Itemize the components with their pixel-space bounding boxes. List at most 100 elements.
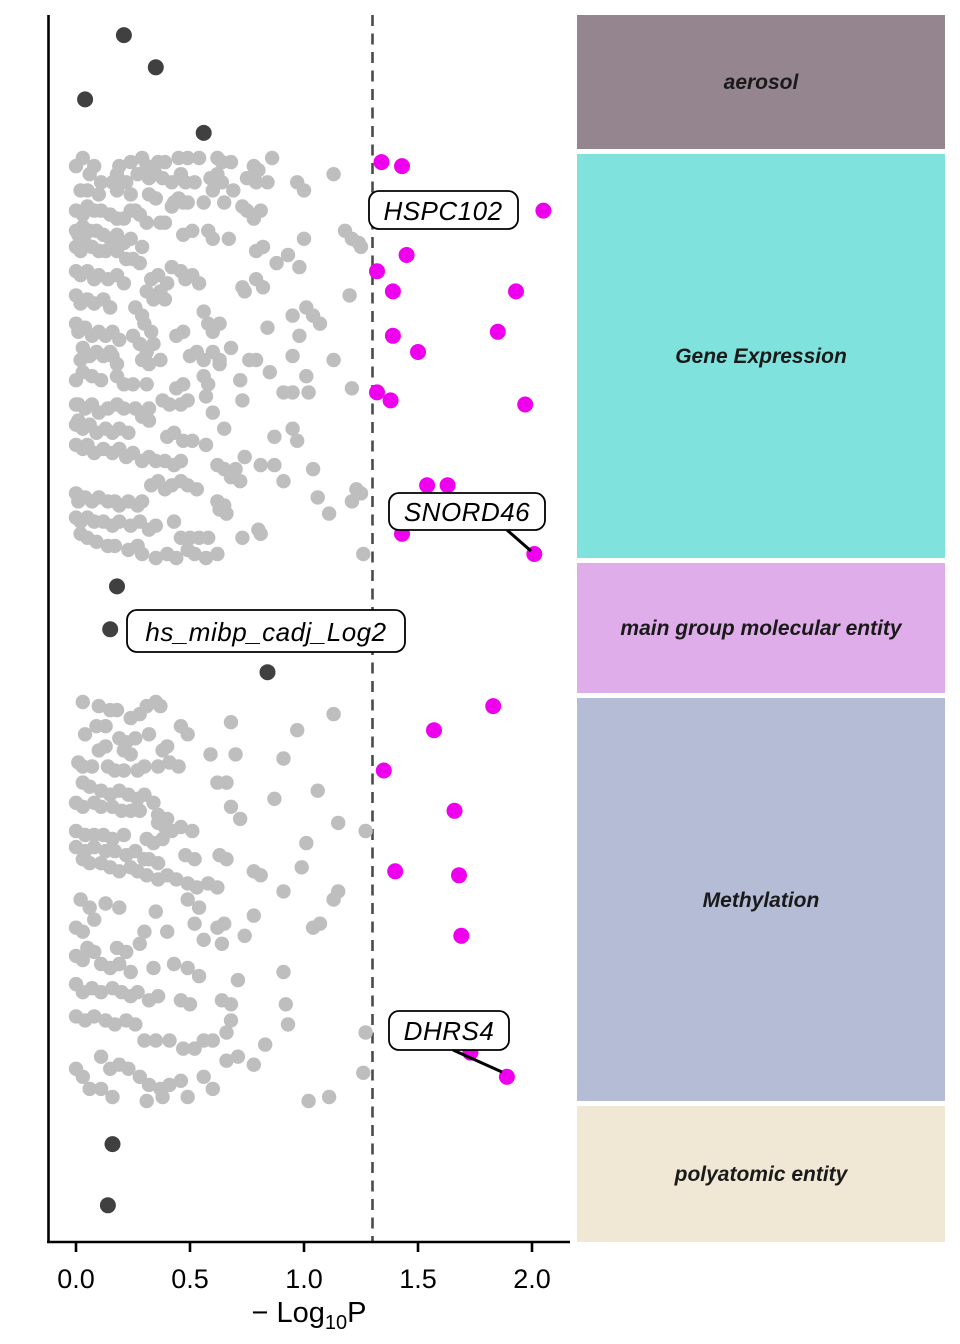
strip-label-main-group-molecular-entity: main group molecular entity — [620, 617, 903, 640]
data-point — [102, 621, 119, 638]
data-point — [219, 852, 234, 867]
data-point — [84, 759, 100, 774]
data-point — [166, 514, 182, 529]
data-point — [189, 482, 204, 497]
data-point — [310, 490, 325, 505]
data-point — [351, 235, 366, 251]
data-point — [223, 340, 239, 356]
data-point — [185, 223, 200, 238]
data-point — [246, 908, 261, 923]
data-point — [210, 880, 225, 895]
data-point — [235, 393, 250, 408]
data-point — [214, 936, 230, 951]
data-point — [419, 477, 436, 494]
data-point — [290, 723, 305, 738]
data-point — [89, 534, 104, 549]
data-point — [219, 1053, 234, 1068]
data-point — [237, 449, 252, 465]
data-point — [196, 304, 211, 319]
data-point — [485, 698, 502, 715]
strip-label-methylation: Methylation — [703, 889, 820, 912]
strip-label-gene-expression: Gene Expression — [675, 345, 847, 368]
data-point — [384, 327, 401, 344]
data-point — [134, 546, 150, 562]
data-point — [137, 759, 152, 774]
data-point — [439, 477, 456, 494]
data-point — [262, 365, 277, 380]
data-point — [356, 546, 371, 562]
data-point — [157, 215, 173, 230]
data-point — [93, 799, 109, 814]
data-point — [285, 348, 300, 364]
data-point — [155, 831, 170, 847]
data-point — [198, 389, 214, 404]
strip-main-group-molecular-entity — [577, 563, 945, 693]
data-point — [162, 397, 177, 412]
data-point — [182, 997, 198, 1012]
data-point — [375, 762, 392, 779]
data-point — [123, 231, 138, 246]
data-point — [105, 831, 120, 847]
data-point — [210, 546, 225, 562]
data-point — [508, 283, 524, 300]
data-point — [132, 803, 147, 818]
data-point — [134, 494, 150, 509]
data-point — [187, 546, 202, 562]
data-point — [115, 27, 132, 44]
data-point — [77, 91, 94, 108]
data-point — [235, 530, 250, 545]
data-point — [253, 203, 268, 218]
data-point — [98, 896, 113, 911]
data-point — [230, 972, 246, 988]
data-point — [233, 474, 248, 489]
data-point — [358, 1025, 373, 1040]
data-point — [147, 59, 164, 76]
data-point — [344, 381, 360, 396]
data-point — [230, 1049, 246, 1064]
data-point — [223, 799, 239, 814]
data-point — [180, 393, 195, 408]
annotation-dhrs4: DHRS4 — [388, 1010, 510, 1074]
data-point — [148, 191, 163, 206]
data-point — [301, 385, 316, 400]
data-point — [326, 706, 341, 722]
data-point — [260, 175, 275, 190]
data-point — [148, 904, 163, 919]
data-point — [116, 827, 132, 843]
data-point — [116, 401, 132, 416]
data-point — [187, 175, 202, 190]
data-point — [169, 550, 184, 566]
data-point — [223, 154, 239, 170]
x-axis-tick-label: 0.0 — [57, 1264, 95, 1294]
data-point — [75, 1069, 91, 1085]
facet-strips: aerosol Gene Expression main group molec… — [577, 15, 945, 1242]
data-point — [155, 743, 170, 758]
annotation-leader-line — [506, 528, 532, 553]
data-point — [139, 215, 154, 230]
data-point — [180, 892, 195, 907]
data-point — [146, 795, 161, 810]
data-point — [276, 751, 291, 766]
data-point — [258, 1037, 273, 1052]
data-point — [198, 550, 214, 566]
data-point — [130, 985, 145, 1000]
data-point — [157, 292, 173, 307]
data-point — [107, 843, 123, 859]
data-point — [132, 255, 147, 271]
data-point — [205, 1081, 220, 1097]
data-point — [198, 437, 214, 453]
data-point — [217, 195, 232, 210]
annotation-box — [368, 190, 519, 230]
data-point — [77, 727, 93, 742]
data-point — [148, 1033, 163, 1048]
data-point — [116, 763, 132, 778]
data-point — [237, 928, 252, 943]
data-point — [195, 124, 212, 141]
data-point — [373, 154, 390, 171]
data-point — [82, 779, 97, 794]
annotation-label: SNORD46 — [404, 497, 530, 527]
data-point — [228, 747, 243, 762]
data-point — [162, 1077, 177, 1093]
data-point — [253, 526, 268, 541]
